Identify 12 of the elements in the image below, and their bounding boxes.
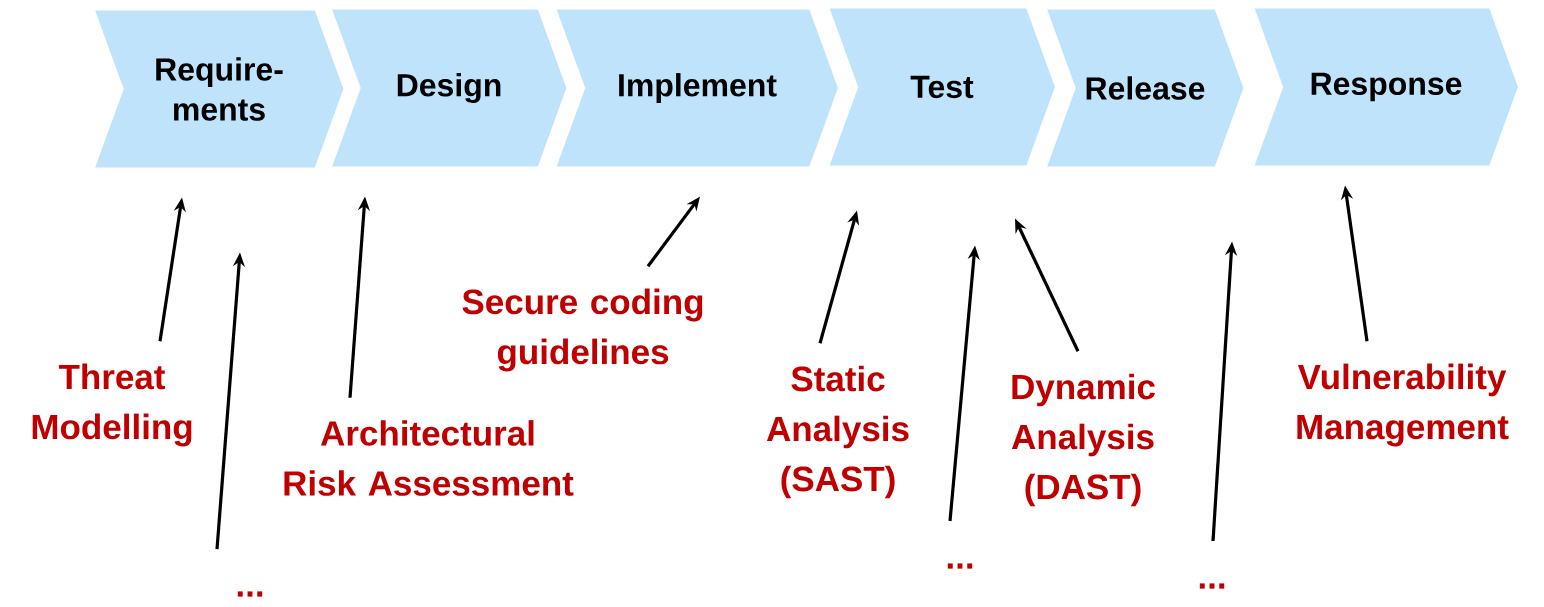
- practice-label: Threat Modelling: [32, 363, 192, 447]
- ellipsis-label: ...: [947, 563, 973, 569]
- chevron-stage: Implement: [552, 6, 842, 170]
- practice-label: Dynamic Analysis (DAST): [1011, 373, 1155, 507]
- chevron-stage: Test: [825, 5, 1059, 169]
- practice-label: Vulnerability Management: [1297, 363, 1509, 447]
- chevron-stage: Response: [1250, 5, 1522, 169]
- ellipsis-label: ...: [237, 591, 263, 597]
- practice-label: Static Analysis (SAST): [766, 365, 909, 499]
- practice-label: Secure coding guidelines: [462, 288, 703, 372]
- practice-label: Architectural Risk Assessment: [284, 420, 574, 496]
- ellipsis-label: ...: [1199, 583, 1225, 589]
